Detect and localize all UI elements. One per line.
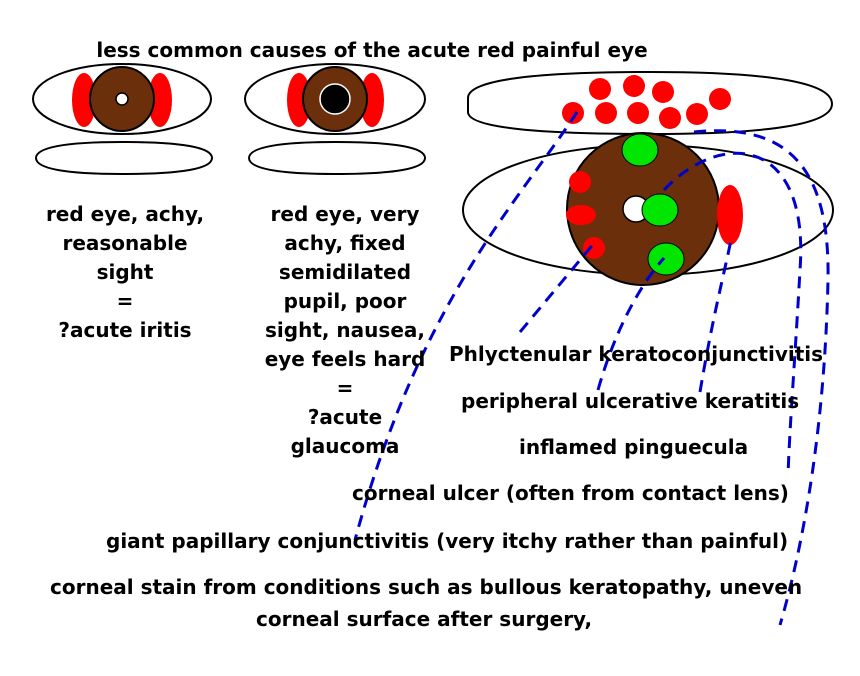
left-pupil <box>115 92 129 106</box>
caption-line: reasonable <box>62 231 187 255</box>
papilla <box>623 75 645 97</box>
caption-line: = <box>337 376 354 400</box>
everted-upper-lid <box>467 70 834 136</box>
caption-line: pupil, poor <box>284 289 407 313</box>
caption-line: ?acute <box>308 405 382 429</box>
caption-line: achy, fixed <box>284 231 405 255</box>
inflamed-pinguecula-lesion <box>717 185 743 245</box>
caption-line: red eye, very <box>271 202 420 226</box>
middle-eye-group <box>244 63 427 176</box>
left-lower-lid <box>34 140 214 176</box>
middle-injection-right <box>360 73 384 127</box>
left-injection-left <box>72 73 96 127</box>
label-phlyctenular-keratoconjunctivitis: Phlyctenular keratoconjunctivitis <box>449 342 823 366</box>
label-corneal-ulcer: corneal ulcer (often from contact lens) <box>352 481 789 505</box>
caption-line: sight, nausea, <box>265 318 425 342</box>
pointer-giant-papillary <box>353 111 579 541</box>
middle-lower-lid <box>247 140 427 176</box>
label-inflamed-pinguecula: inflamed pinguecula <box>519 435 748 459</box>
diagram-title: less common causes of the acute red pain… <box>96 38 647 62</box>
left-eye-group <box>32 63 214 176</box>
caption-line: sight <box>97 260 154 284</box>
pointer-peripheral-ulcerative <box>596 257 666 391</box>
papilla <box>627 102 649 124</box>
peripheral-ulcer-lesion <box>566 205 596 225</box>
right-eye-group <box>462 70 834 286</box>
papilla <box>686 103 708 125</box>
peripheral-ulcer-lesion <box>569 171 591 193</box>
phlycten-nodule <box>621 133 659 167</box>
caption-line: red eye, achy, <box>46 202 204 226</box>
papilla <box>595 102 617 124</box>
peripheral-ulcer-lesion <box>583 237 605 259</box>
caption-line: semidilated <box>279 260 411 284</box>
caption-line: = <box>117 289 134 313</box>
corneal-lesion-spot <box>647 242 685 276</box>
papilla <box>709 88 731 110</box>
middle-eye-caption: red eye, very achy, fixed semidilated pupil… <box>265 202 426 458</box>
caption-line: eye feels hard <box>265 347 426 371</box>
papilla <box>562 102 584 124</box>
corneal-ulcer-spot <box>641 193 679 227</box>
caption-line: ?acute iritis <box>58 318 191 342</box>
papilla <box>652 81 674 103</box>
label-corneal-stain-line2: corneal surface after surgery, <box>256 607 592 631</box>
papilla <box>659 107 681 129</box>
giant-papillae <box>562 75 731 129</box>
middle-dilated-pupil <box>319 83 351 115</box>
label-peripheral-ulcerative-keratitis: peripheral ulcerative keratitis <box>461 389 799 413</box>
label-corneal-stain-line1: corneal stain from conditions such as bu… <box>50 575 802 599</box>
pointer-inflamed-pinguecula <box>698 239 733 393</box>
left-eye-caption: red eye, achy, reasonable sight = ?acute iri… <box>46 202 204 342</box>
label-giant-papillary-conjunctivitis: giant papillary conjunctivitis (very itc… <box>106 529 788 553</box>
papilla <box>589 78 611 100</box>
caption-line: glaucoma <box>291 434 400 458</box>
left-injection-right <box>148 73 172 127</box>
pointer-lines <box>353 111 830 626</box>
pointer-corneal-ulcer <box>662 151 803 476</box>
